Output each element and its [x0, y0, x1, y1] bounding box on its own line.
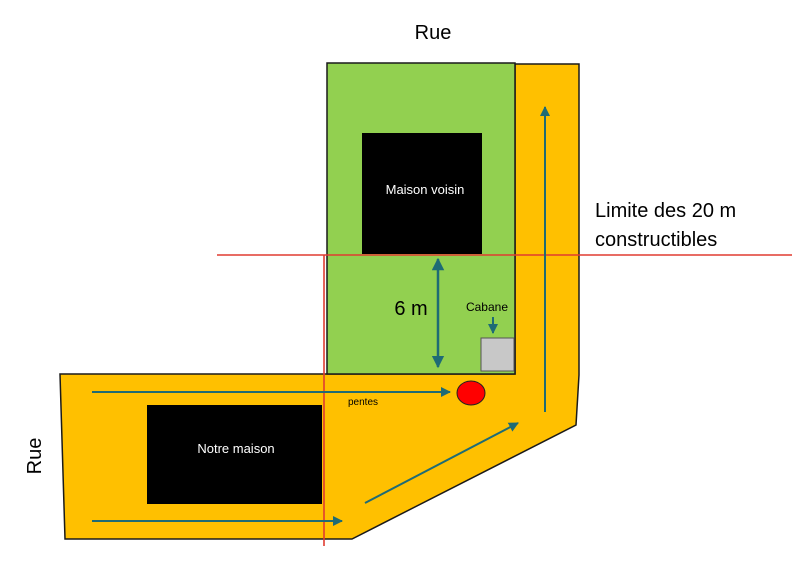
distance-label: 6 m [394, 298, 427, 320]
limit-label-line1: Limite des 20 m [595, 200, 736, 222]
our-house-label: Notre maison [197, 441, 274, 456]
neighbor-house [362, 133, 482, 254]
shed [480, 337, 515, 372]
slopes-label: pentes [348, 397, 378, 408]
neighbor-house-label: Maison voisin [386, 182, 465, 197]
street-label-left: Rue [24, 438, 46, 475]
drain-marker [456, 380, 486, 406]
shed-label: Cabane [466, 300, 508, 314]
limit-label-line2: constructibles [595, 229, 717, 251]
slope-arrow-diagonal [364, 422, 519, 504]
street-label-top: Rue [415, 22, 452, 44]
our-house [147, 405, 322, 504]
